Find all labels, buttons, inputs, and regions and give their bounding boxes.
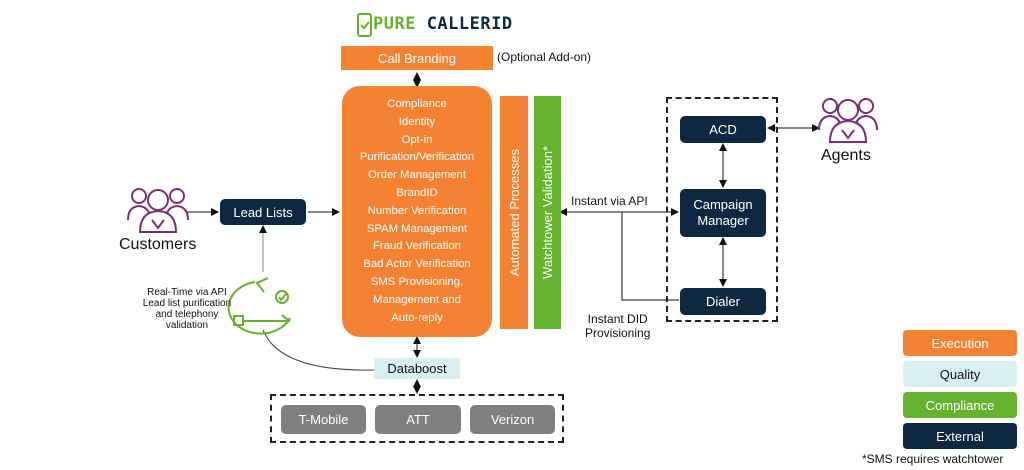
call-center-group [666, 97, 778, 322]
service-item: Number Verification [367, 204, 467, 217]
curve-icon-databoost [262, 329, 375, 371]
service-item: Purification/Verification [359, 151, 475, 164]
carrier-verizon: Verizon [470, 405, 555, 434]
watchtower-validation-label: Watchtower Validation* [540, 146, 555, 279]
logo-text-a: PURE [373, 14, 427, 34]
service-item: SMS Provisioning, [370, 275, 464, 288]
instant-did-line: Instant DID [587, 312, 648, 326]
realtime-note-line: validation [165, 320, 209, 331]
acd-box: ACD [680, 116, 766, 143]
carrier-att: ATT [375, 405, 461, 434]
logo-phone-icon [357, 13, 372, 37]
service-item: Bad Actor Verification [363, 258, 471, 271]
instant-did-line: Provisioning [585, 326, 651, 340]
dialer-box: Dialer [680, 288, 766, 315]
logo: PURE CALLERID [373, 14, 513, 36]
instant-did-label: Instant DID Provisioning [585, 312, 650, 340]
people-group-icon [127, 188, 189, 233]
legend-label: Compliance [925, 397, 995, 413]
lead-lists-box: Lead Lists [220, 199, 306, 225]
refresh-validation-icon [227, 277, 291, 335]
realtime-note-line: Lead list purification [142, 298, 232, 309]
carrier-tmobile: T-Mobile [281, 405, 366, 434]
line-did-dialer [621, 212, 679, 301]
service-item: Identity [398, 115, 436, 128]
realtime-note-line: and telephony [155, 309, 219, 320]
acd-label: ACD [709, 122, 737, 137]
campaign-manager-line: Manager [697, 213, 749, 228]
automated-processes-label: Automated Processes [506, 148, 522, 277]
lead-lists-label: Lead Lists [233, 204, 293, 220]
optional-addon-note: (Optional Add-on) [497, 50, 592, 64]
legend-external: External [903, 423, 1017, 449]
dialer-label: Dialer [706, 294, 740, 309]
call-branding-box: Call Branding [341, 46, 493, 70]
databoost-label: Databoost [387, 361, 447, 376]
carrier-label: ATT [406, 412, 430, 427]
legend-label: External [936, 428, 984, 444]
databoost-box: Databoost [374, 358, 460, 379]
service-item: SPAM Management [366, 222, 468, 235]
logo-text-b: CALLERID [426, 14, 513, 34]
watchtower-validation-box: Watchtower Validation* [534, 96, 561, 329]
footnote: *SMS requires watchtower [862, 452, 1004, 466]
service-item: Fraud Verification [373, 240, 461, 253]
legend-quality: Quality [903, 361, 1017, 387]
legend-label: Execution [931, 335, 989, 351]
carrier-label: T-Mobile [298, 412, 349, 427]
call-branding-label: Call Branding [377, 50, 457, 66]
service-item: Auto-reply [391, 311, 443, 324]
carrier-label: Verizon [490, 412, 535, 427]
carriers-group [270, 394, 564, 443]
service-item: BrandID [396, 186, 438, 199]
campaign-manager-box: Campaign Manager [680, 189, 766, 237]
campaign-manager-line: Campaign [693, 197, 753, 212]
legend-compliance: Compliance [903, 392, 1017, 418]
agents-label: Agents [821, 147, 871, 164]
realtime-note-line: Real-Time via API [147, 287, 227, 298]
service-item: Management and [373, 293, 461, 306]
service-item: Order Management [368, 169, 466, 182]
legend-execution: Execution [903, 330, 1017, 356]
automated-processes-box: Automated Processes [500, 96, 528, 329]
realtime-note: Real-Time via API Lead list purification… [140, 287, 234, 331]
legend-label: Quality [939, 366, 981, 382]
service-item: Compliance [387, 98, 447, 110]
service-item: Opt-in [401, 133, 433, 146]
customers-label: Customers [119, 236, 197, 253]
people-group-icon [818, 98, 878, 143]
instant-api-label: Instant via API [571, 194, 648, 208]
